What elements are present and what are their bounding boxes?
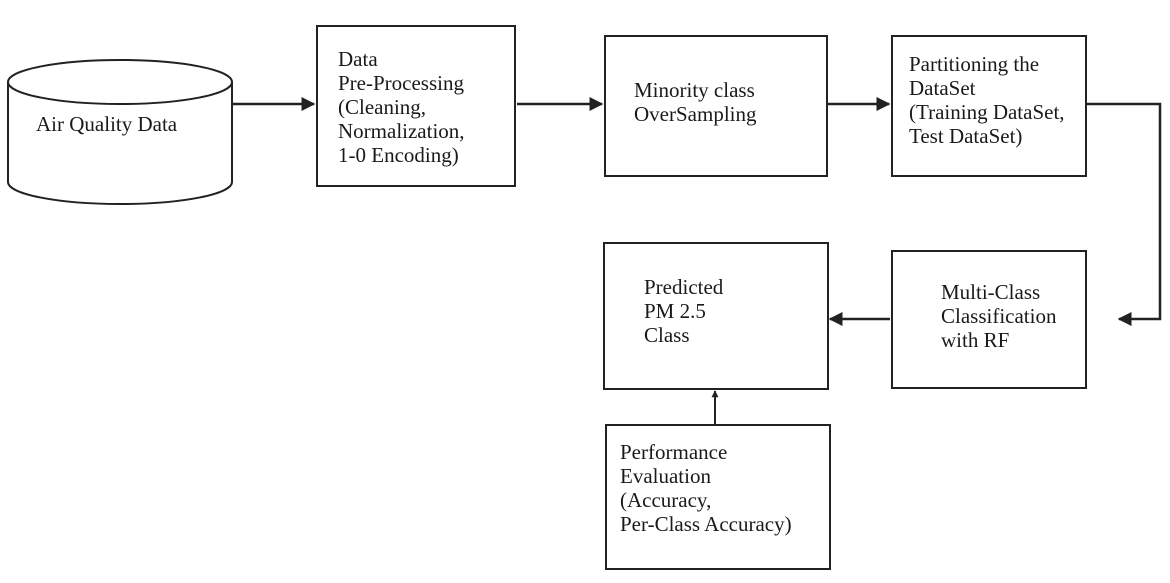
preprocessing-line: Pre-Processing: [338, 71, 464, 95]
partitioning-line: Partitioning the: [909, 52, 1040, 76]
data-source-cylinder: [7, 59, 233, 205]
prediction-box: Predicted PM 2.5 Class: [603, 242, 829, 390]
evaluation-box: Performance Evaluation (Accuracy, Per-Cl…: [605, 424, 831, 570]
partitioning-box: Partitioning the DataSet (Training DataS…: [891, 35, 1087, 177]
preprocessing-line: Data: [338, 47, 378, 71]
prediction-line: Class: [644, 323, 690, 347]
arrow-partitioning-to-classification: [1087, 102, 1162, 326]
preprocessing-line: 1-0 Encoding): [338, 143, 459, 167]
classification-line: with RF: [941, 328, 1010, 352]
oversampling-box: Minority class OverSampling: [604, 35, 828, 177]
evaluation-line: (Accuracy,: [620, 488, 712, 512]
evaluation-line: Per-Class Accuracy): [620, 512, 792, 536]
evaluation-line: Performance: [620, 440, 728, 464]
classification-box: Multi-Class Classification with RF: [891, 250, 1087, 389]
partitioning-line: (Training DataSet,: [909, 100, 1065, 124]
classification-line: Classification: [941, 304, 1057, 328]
preprocessing-line: Normalization,: [338, 119, 465, 143]
partitioning-line: DataSet: [909, 76, 976, 100]
preprocessing-line: (Cleaning,: [338, 95, 427, 119]
classification-line: Multi-Class: [941, 280, 1041, 304]
prediction-line: Predicted: [644, 275, 724, 299]
data-source-label: Air Quality Data: [36, 112, 178, 136]
partitioning-line: Test DataSet): [909, 124, 1023, 148]
preprocessing-box: Data Pre-Processing (Cleaning, Normaliza…: [316, 25, 516, 187]
oversampling-line: OverSampling: [634, 102, 757, 126]
oversampling-line: Minority class: [634, 78, 755, 102]
evaluation-line: Evaluation: [620, 464, 711, 488]
prediction-line: PM 2.5: [644, 299, 706, 323]
